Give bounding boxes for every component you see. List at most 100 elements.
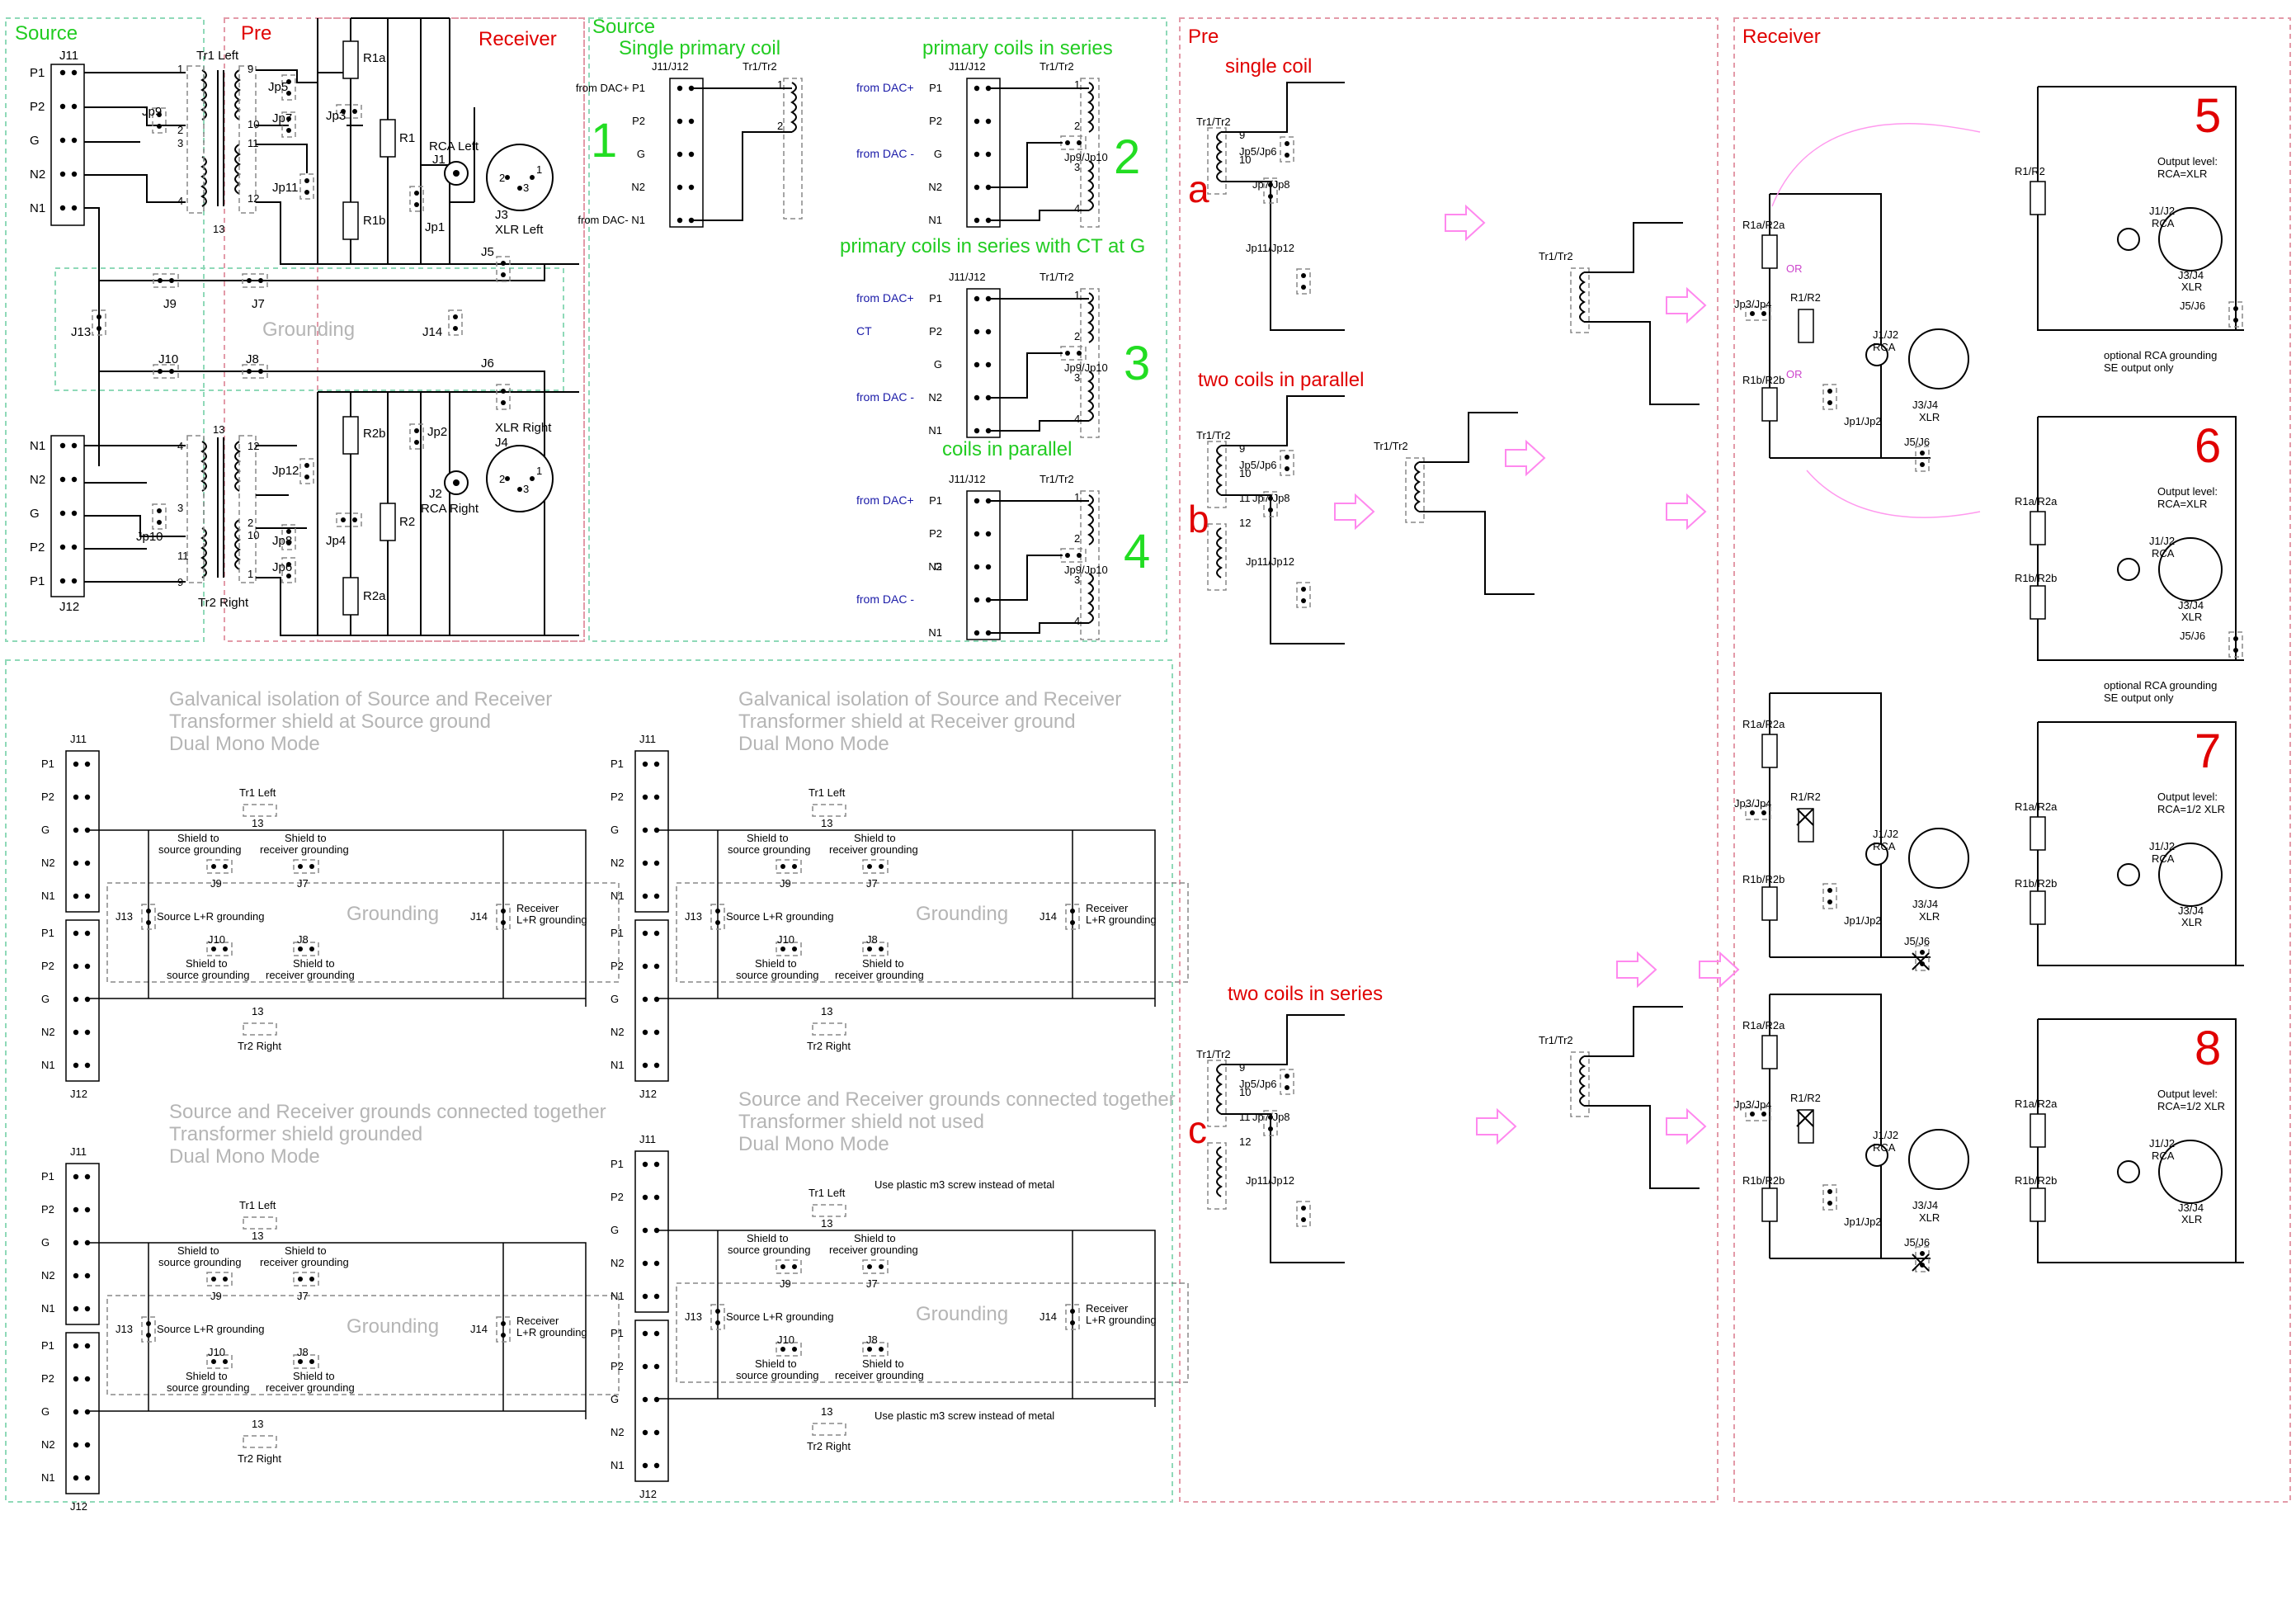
receiver-variant-rb-label: R1b/R2b — [2015, 572, 2057, 584]
main-jumper-pin — [341, 109, 346, 114]
pre-variant-a: single coilaTr1/Tr2Jp5/Jp6Jp7/Jp8Jp11/Jp… — [1188, 55, 1345, 331]
grounding-panel-pin: P1 — [611, 758, 624, 770]
svg-text:13: 13 — [213, 223, 224, 235]
receiver-variant-rca-label: RCA — [2152, 852, 2175, 865]
pre-variant-tr: Tr1/Tr2 — [1196, 116, 1231, 128]
grounding-panel-label: Grounding — [916, 903, 1008, 925]
grounding-panel-rcv: Receiver — [516, 902, 559, 914]
grounding-panel-j7-label: J7 — [866, 877, 878, 890]
j4-label: J4 — [495, 436, 508, 450]
main-jumper-pin — [286, 79, 291, 84]
grounding-panel-shield-src2: source grounding — [167, 1381, 249, 1394]
pre-variant-jumper-pin — [1268, 1126, 1273, 1131]
receiver-left-xlr — [1908, 828, 1969, 889]
grounding-panel-j9-pin — [792, 864, 797, 869]
main-jumper-label: Jp5 — [268, 80, 288, 94]
pre-variant-title: two coils in series — [1228, 983, 1383, 1005]
source-variant-label: from DAC - — [856, 592, 914, 606]
grounding-panel-pin-dot — [653, 1062, 660, 1069]
pre-panel-title: Pre — [1188, 26, 1219, 48]
grounding-panel-tr2-box — [243, 1435, 277, 1448]
source-variant-tr: Tr1/Tr2 — [1040, 271, 1074, 283]
pre-variant-number: 12 — [1239, 517, 1251, 529]
grounding-panel-pin-dot — [73, 893, 79, 899]
grounding-panel-shield-rcv2: receiver grounding — [260, 843, 349, 856]
main-jumper — [152, 107, 167, 134]
receiver-variant-j56-label: J5/J6 — [2180, 300, 2205, 312]
grounding-panel-shield-rcv: Shield to — [854, 832, 896, 844]
rca-left-label: RCA Left — [429, 139, 479, 153]
j8-label: J8 — [246, 352, 259, 366]
coil-winding — [1216, 1064, 1223, 1115]
main-pin-dot — [71, 205, 78, 211]
grounding-panel-j9-label: J9 — [210, 877, 222, 890]
grounding-panel-pin-dot — [84, 1173, 91, 1180]
source-variant-label: from DAC+ — [856, 493, 914, 507]
grounding-panel-pin-dot — [84, 1376, 91, 1382]
source-variant-connector — [966, 288, 1001, 438]
grounding-panel-pin-dot — [653, 1194, 660, 1201]
main-jumper-label: Jp7 — [272, 111, 292, 125]
grounding-panel-zone — [676, 1282, 1189, 1383]
receiver-variant-level: Output level: — [2157, 791, 2218, 803]
ground-jumper-pin — [169, 369, 174, 374]
receiver-variant-number: 8 — [2195, 1022, 2221, 1075]
receiver-panel-title: Receiver — [1742, 26, 1821, 48]
receiver-variant-wire — [2037, 1018, 2244, 1263]
pre-variant-number: 9 — [1239, 129, 1245, 141]
grounding-panel-j10-pin — [223, 1359, 228, 1364]
main-pin-dot — [71, 578, 78, 584]
grounding-panel-j13 — [141, 904, 156, 930]
grounding-panel-pin: G — [611, 993, 619, 1005]
grounding-panel-j8 — [862, 1342, 889, 1357]
coil-winding — [1087, 494, 1094, 545]
r2-resistor — [380, 503, 396, 541]
grounding-panel-pin: N1 — [611, 1459, 625, 1471]
grounding-panel-pin-dot — [642, 1194, 648, 1201]
source-variant-label: from DAC- N1 — [578, 214, 645, 226]
grounding-panel-j7-pin — [309, 864, 314, 869]
grounding-panel-pin-dot — [642, 1462, 648, 1469]
zone-receiver-title: Receiver — [479, 28, 557, 50]
grounding-panel-13: 13 — [821, 1405, 832, 1418]
r1b-label: R1b — [363, 214, 386, 228]
receiver-variant-level2: RCA=1/2 XLR — [2157, 1100, 2225, 1112]
pre-variant-jp: Jp7/Jp8 — [1252, 178, 1290, 191]
grounding-panel-shield-src: Shield to — [177, 832, 219, 844]
receiver-left-r1 — [1798, 309, 1814, 343]
main-jumper-pin — [157, 520, 162, 525]
r1a-resistor — [342, 40, 359, 79]
receiver-variant-wire — [2037, 86, 2244, 331]
pre-variant-jumper — [1263, 177, 1278, 204]
pre-variant-jumper-pin — [1268, 182, 1273, 187]
source-variant-label: N2 — [928, 391, 942, 404]
grounding-panel-pin: G — [611, 1393, 619, 1405]
grounding-panel-tr2: Tr2 Right — [807, 1040, 851, 1052]
grounding-panel-j10-label: J10 — [777, 1334, 794, 1346]
main-jumper-label: Jp10 — [136, 530, 163, 544]
main-jumper — [336, 104, 362, 119]
grounding-panel-pin-dot — [73, 827, 79, 833]
source-variant-pin — [677, 85, 683, 92]
grounding-panel-j11: J11 — [639, 1133, 656, 1145]
grounding-panel-pin: N1 — [611, 890, 625, 902]
pink-arrow — [1666, 1107, 1707, 1145]
grounding-panel-pin: N2 — [41, 1438, 55, 1451]
grounding-panel-pin-dot — [73, 1409, 79, 1415]
j13-label: J13 — [71, 325, 91, 339]
main-jumper-label: Jp11 — [272, 181, 298, 195]
grounding-panel-pin-dot — [642, 1396, 648, 1403]
grounding-panel-title3: Dual Mono Mode — [169, 733, 320, 755]
grounding-panel-title1: Source and Receiver grounds connected to… — [738, 1088, 1176, 1111]
coil-winding — [1087, 573, 1094, 624]
pre-variant-jumper-pin — [1285, 153, 1289, 158]
main-coil-number: 2 — [177, 124, 183, 136]
pre-variant-jumper-pin — [1268, 194, 1273, 199]
zone-pre-panel — [1179, 17, 1718, 1503]
grounding-panel-pin-dot — [653, 1429, 660, 1436]
j2-label: J2 — [429, 487, 442, 501]
main-jumper-label: Jp2 — [427, 425, 447, 439]
grounding-panel-j8-label: J8 — [866, 1334, 878, 1346]
grounding-panel-j10 — [206, 1354, 233, 1369]
source-variant-label: G — [934, 148, 942, 160]
